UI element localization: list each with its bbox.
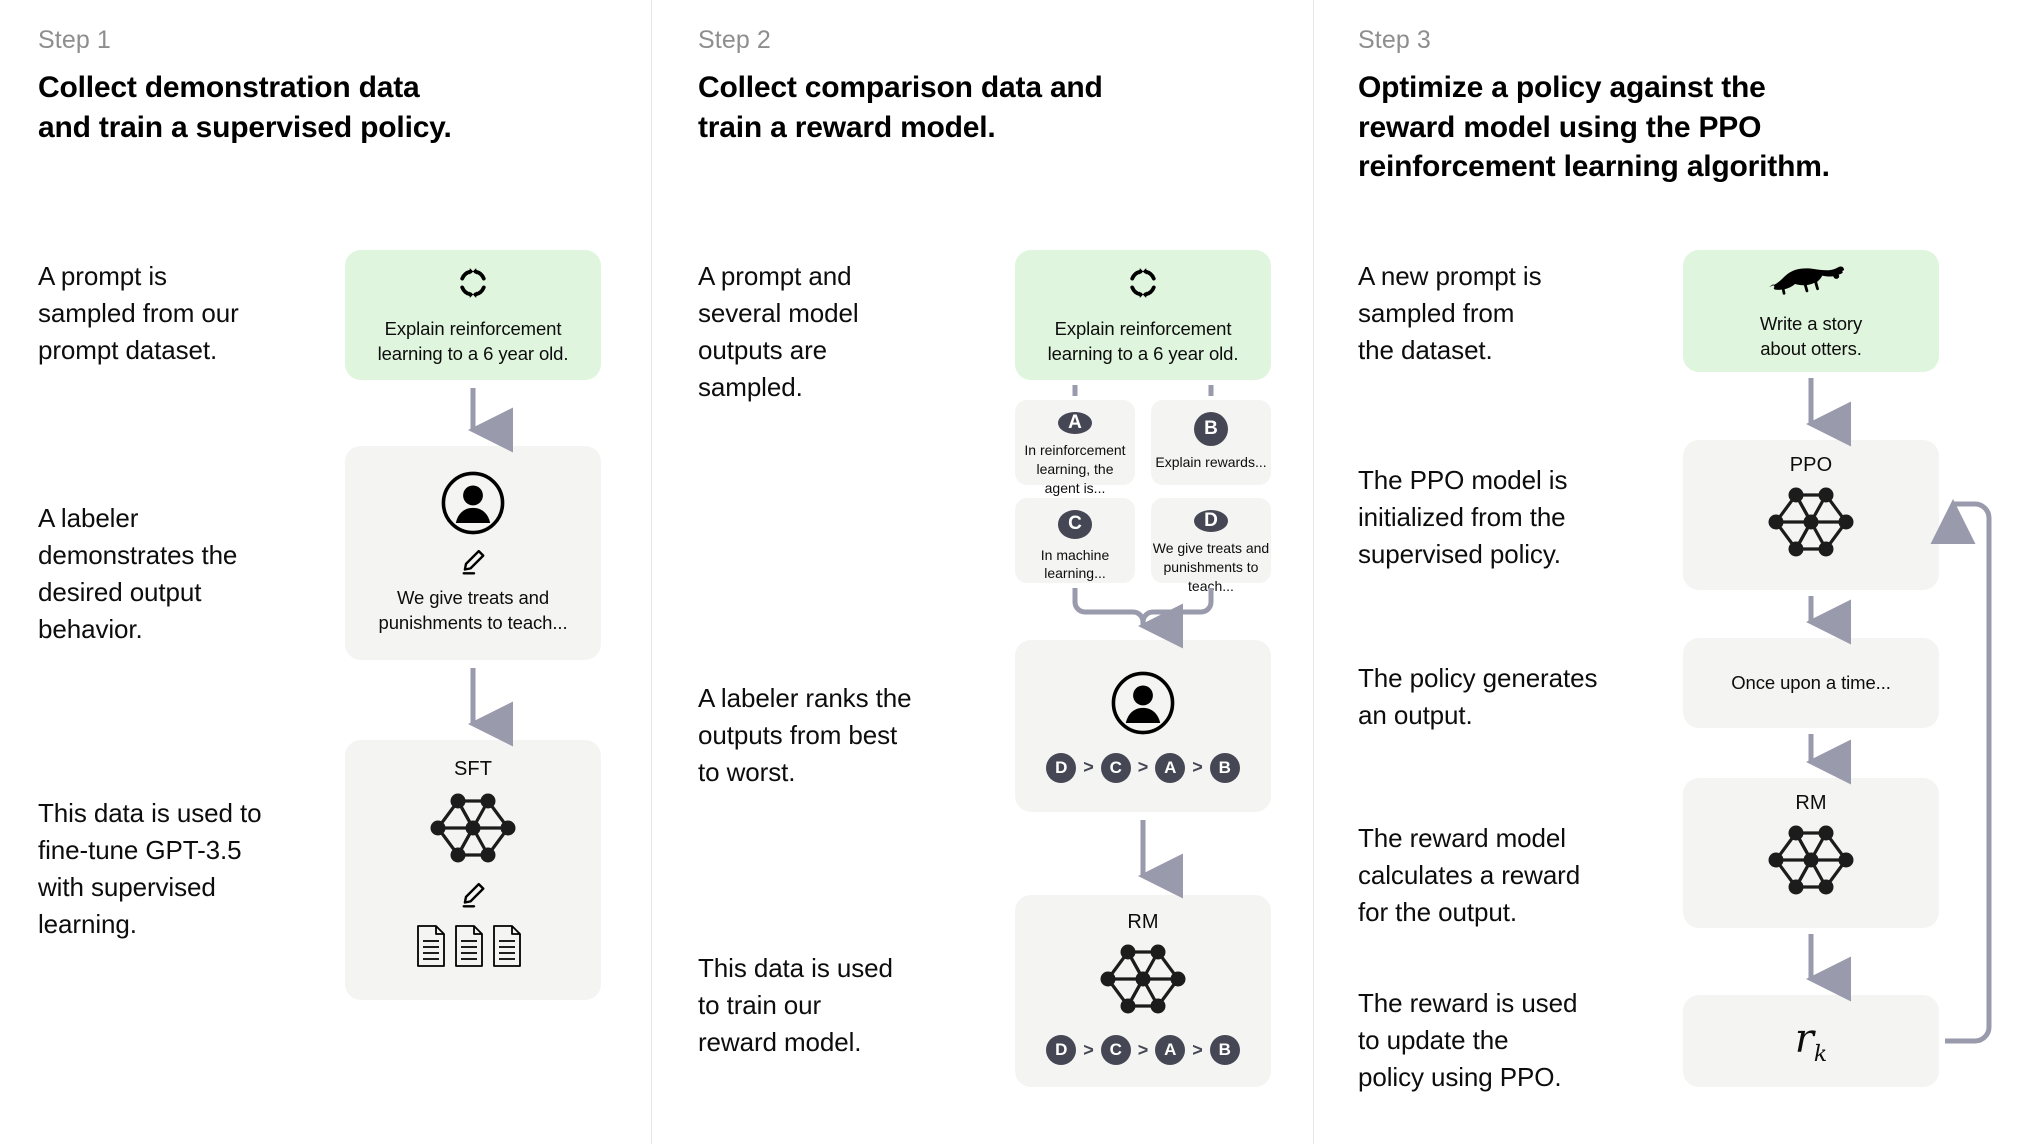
rank-badge-4: B — [1209, 1035, 1240, 1065]
step-3-paragraph-5: The reward is used to update the policy … — [1358, 988, 1578, 1092]
cycle-arrows-icon — [1124, 264, 1162, 307]
option-text-a: In reinforcement learning, the agent is.… — [1024, 442, 1126, 496]
option-card-c[interactable]: C In machine learning... — [1015, 498, 1135, 583]
step-2-column: Step 2 Collect comparison data and train… — [660, 0, 1320, 1144]
step-2-labeler-ranking: D > C > A > B — [1046, 752, 1240, 783]
step-3-reward-card[interactable]: rk — [1683, 995, 1939, 1087]
cycle-arrows-icon — [454, 264, 492, 307]
step-2-rm-title: RM — [1127, 911, 1159, 933]
rank-gt-icon: > — [1192, 1039, 1203, 1060]
step-1-prompt-card[interactable]: Explain reinforcement learning to a 6 ye… — [345, 250, 601, 380]
step-2-prompt-card[interactable]: Explain reinforcement learning to a 6 ye… — [1015, 250, 1271, 380]
rank-badge-1: D — [1046, 1035, 1077, 1065]
step-3-column: Step 3 Optimize a policy against the rew… — [1320, 0, 2018, 1144]
step-3-prompt-card[interactable]: Write a story about otters. — [1683, 250, 1939, 372]
step-1-labeler-text: We give treats and punishments to teach.… — [378, 587, 568, 633]
step-1-labeler-card[interactable]: We give treats and punishments to teach.… — [345, 446, 601, 660]
rank-badge-3: A — [1155, 752, 1186, 783]
rank-gt-icon: > — [1192, 757, 1203, 777]
column-divider-1 — [651, 0, 652, 1144]
option-card-d[interactable]: D We give treats and punishments to teac… — [1151, 498, 1271, 594]
step-3-ppo-card[interactable]: PPO — [1683, 440, 1939, 590]
rank-badge-3: A — [1155, 1035, 1186, 1065]
step-1-paragraph-2: A labeler demonstrates the desired outpu… — [38, 503, 238, 644]
neural-network-icon — [420, 785, 526, 876]
step-3-paragraph-4: The reward model calculates a reward for… — [1358, 823, 1581, 927]
pencil-icon — [458, 880, 488, 915]
step-3-title: Optimize a policy against the reward mod… — [1358, 71, 1830, 184]
reward-math-label: rk — [1795, 1016, 1827, 1067]
step-2-paragraph-1: A prompt and several model outputs are s… — [698, 261, 859, 402]
step-3-label: Step 3 — [1358, 26, 1431, 54]
person-circle-icon — [1110, 670, 1176, 741]
step-2-paragraph-3: This data is used to train our reward mo… — [698, 953, 893, 1057]
step-3-rm-title: RM — [1795, 792, 1827, 814]
neural-network-icon — [1758, 817, 1864, 908]
documents-icon — [414, 923, 532, 974]
step-1-paragraph-3: This data is used to fine-tune GPT-3.5 w… — [38, 798, 262, 939]
rank-gt-icon: > — [1137, 1039, 1149, 1060]
neural-network-icon — [1090, 936, 1196, 1027]
step-3-output-text: Once upon a time... — [1731, 671, 1891, 693]
step-1-label: Step 1 — [38, 26, 111, 54]
reward-symbol: r — [1794, 1015, 1814, 1062]
step-2-paragraph-2: A labeler ranks the outputs from best to… — [698, 683, 912, 787]
option-card-a[interactable]: A In reinforcement learning, the agent i… — [1015, 400, 1135, 496]
otter-icon — [1768, 261, 1854, 302]
person-circle-icon — [440, 470, 506, 541]
rank-badge-4: B — [1209, 752, 1240, 783]
step-3-rm-card[interactable]: RM — [1683, 778, 1939, 928]
step-2-rm-ranking: D > C > A > B — [1046, 1035, 1240, 1065]
step-1-column: Step 1 Collect demonstration data and tr… — [0, 0, 660, 1144]
option-badge-d: D — [1194, 510, 1228, 532]
step-3-paragraph-3: The policy generates an output. — [1358, 663, 1598, 730]
step-3-output-card[interactable]: Once upon a time... — [1683, 638, 1939, 728]
option-badge-c: C — [1058, 510, 1092, 539]
option-badge-a: A — [1058, 412, 1092, 434]
step-2-label: Step 2 — [698, 26, 771, 54]
rank-badge-2: C — [1100, 1035, 1131, 1065]
rank-gt-icon: > — [1137, 757, 1149, 777]
step-3-paragraph-2: The PPO model is initialized from the su… — [1358, 465, 1568, 569]
step-3-ppo-title: PPO — [1789, 454, 1833, 476]
step-1-sft-card[interactable]: SFT — [345, 740, 601, 1000]
column-divider-2 — [1313, 0, 1314, 1144]
step-1-prompt-text: Explain reinforcement learning to a 6 ye… — [377, 317, 569, 364]
reward-subscript: k — [1813, 1041, 1828, 1067]
neural-network-icon — [1758, 479, 1864, 570]
step-1-sft-title: SFT — [453, 758, 493, 780]
step-3-prompt-text: Write a story about otters. — [1759, 312, 1863, 359]
pencil-icon — [458, 547, 488, 582]
step-2-prompt-text: Explain reinforcement learning to a 6 ye… — [1047, 317, 1239, 364]
step-3-paragraph-1: A new prompt is sampled from the dataset… — [1358, 261, 1542, 365]
step-2-title: Collect comparison data and train a rewa… — [698, 71, 1103, 144]
step-1-title: Collect demonstration data and train a s… — [38, 71, 452, 144]
option-text-d: We give treats and punishments to teach.… — [1152, 540, 1270, 594]
option-card-b[interactable]: B Explain rewards... — [1151, 400, 1271, 485]
step-1-paragraph-1: A prompt is sampled from our prompt data… — [38, 261, 239, 365]
rank-badge-2: C — [1100, 752, 1131, 783]
option-text-b: Explain rewards... — [1155, 454, 1267, 470]
option-badge-b: B — [1194, 412, 1228, 446]
step-2-rm-card[interactable]: RM — [1015, 895, 1271, 1087]
rank-gt-icon: > — [1083, 757, 1094, 777]
rank-gt-icon: > — [1083, 1039, 1094, 1060]
rank-badge-1: D — [1046, 752, 1077, 783]
option-text-c: In machine learning... — [1040, 546, 1110, 582]
step-2-labeler-card[interactable]: D > C > A > B — [1015, 640, 1271, 812]
